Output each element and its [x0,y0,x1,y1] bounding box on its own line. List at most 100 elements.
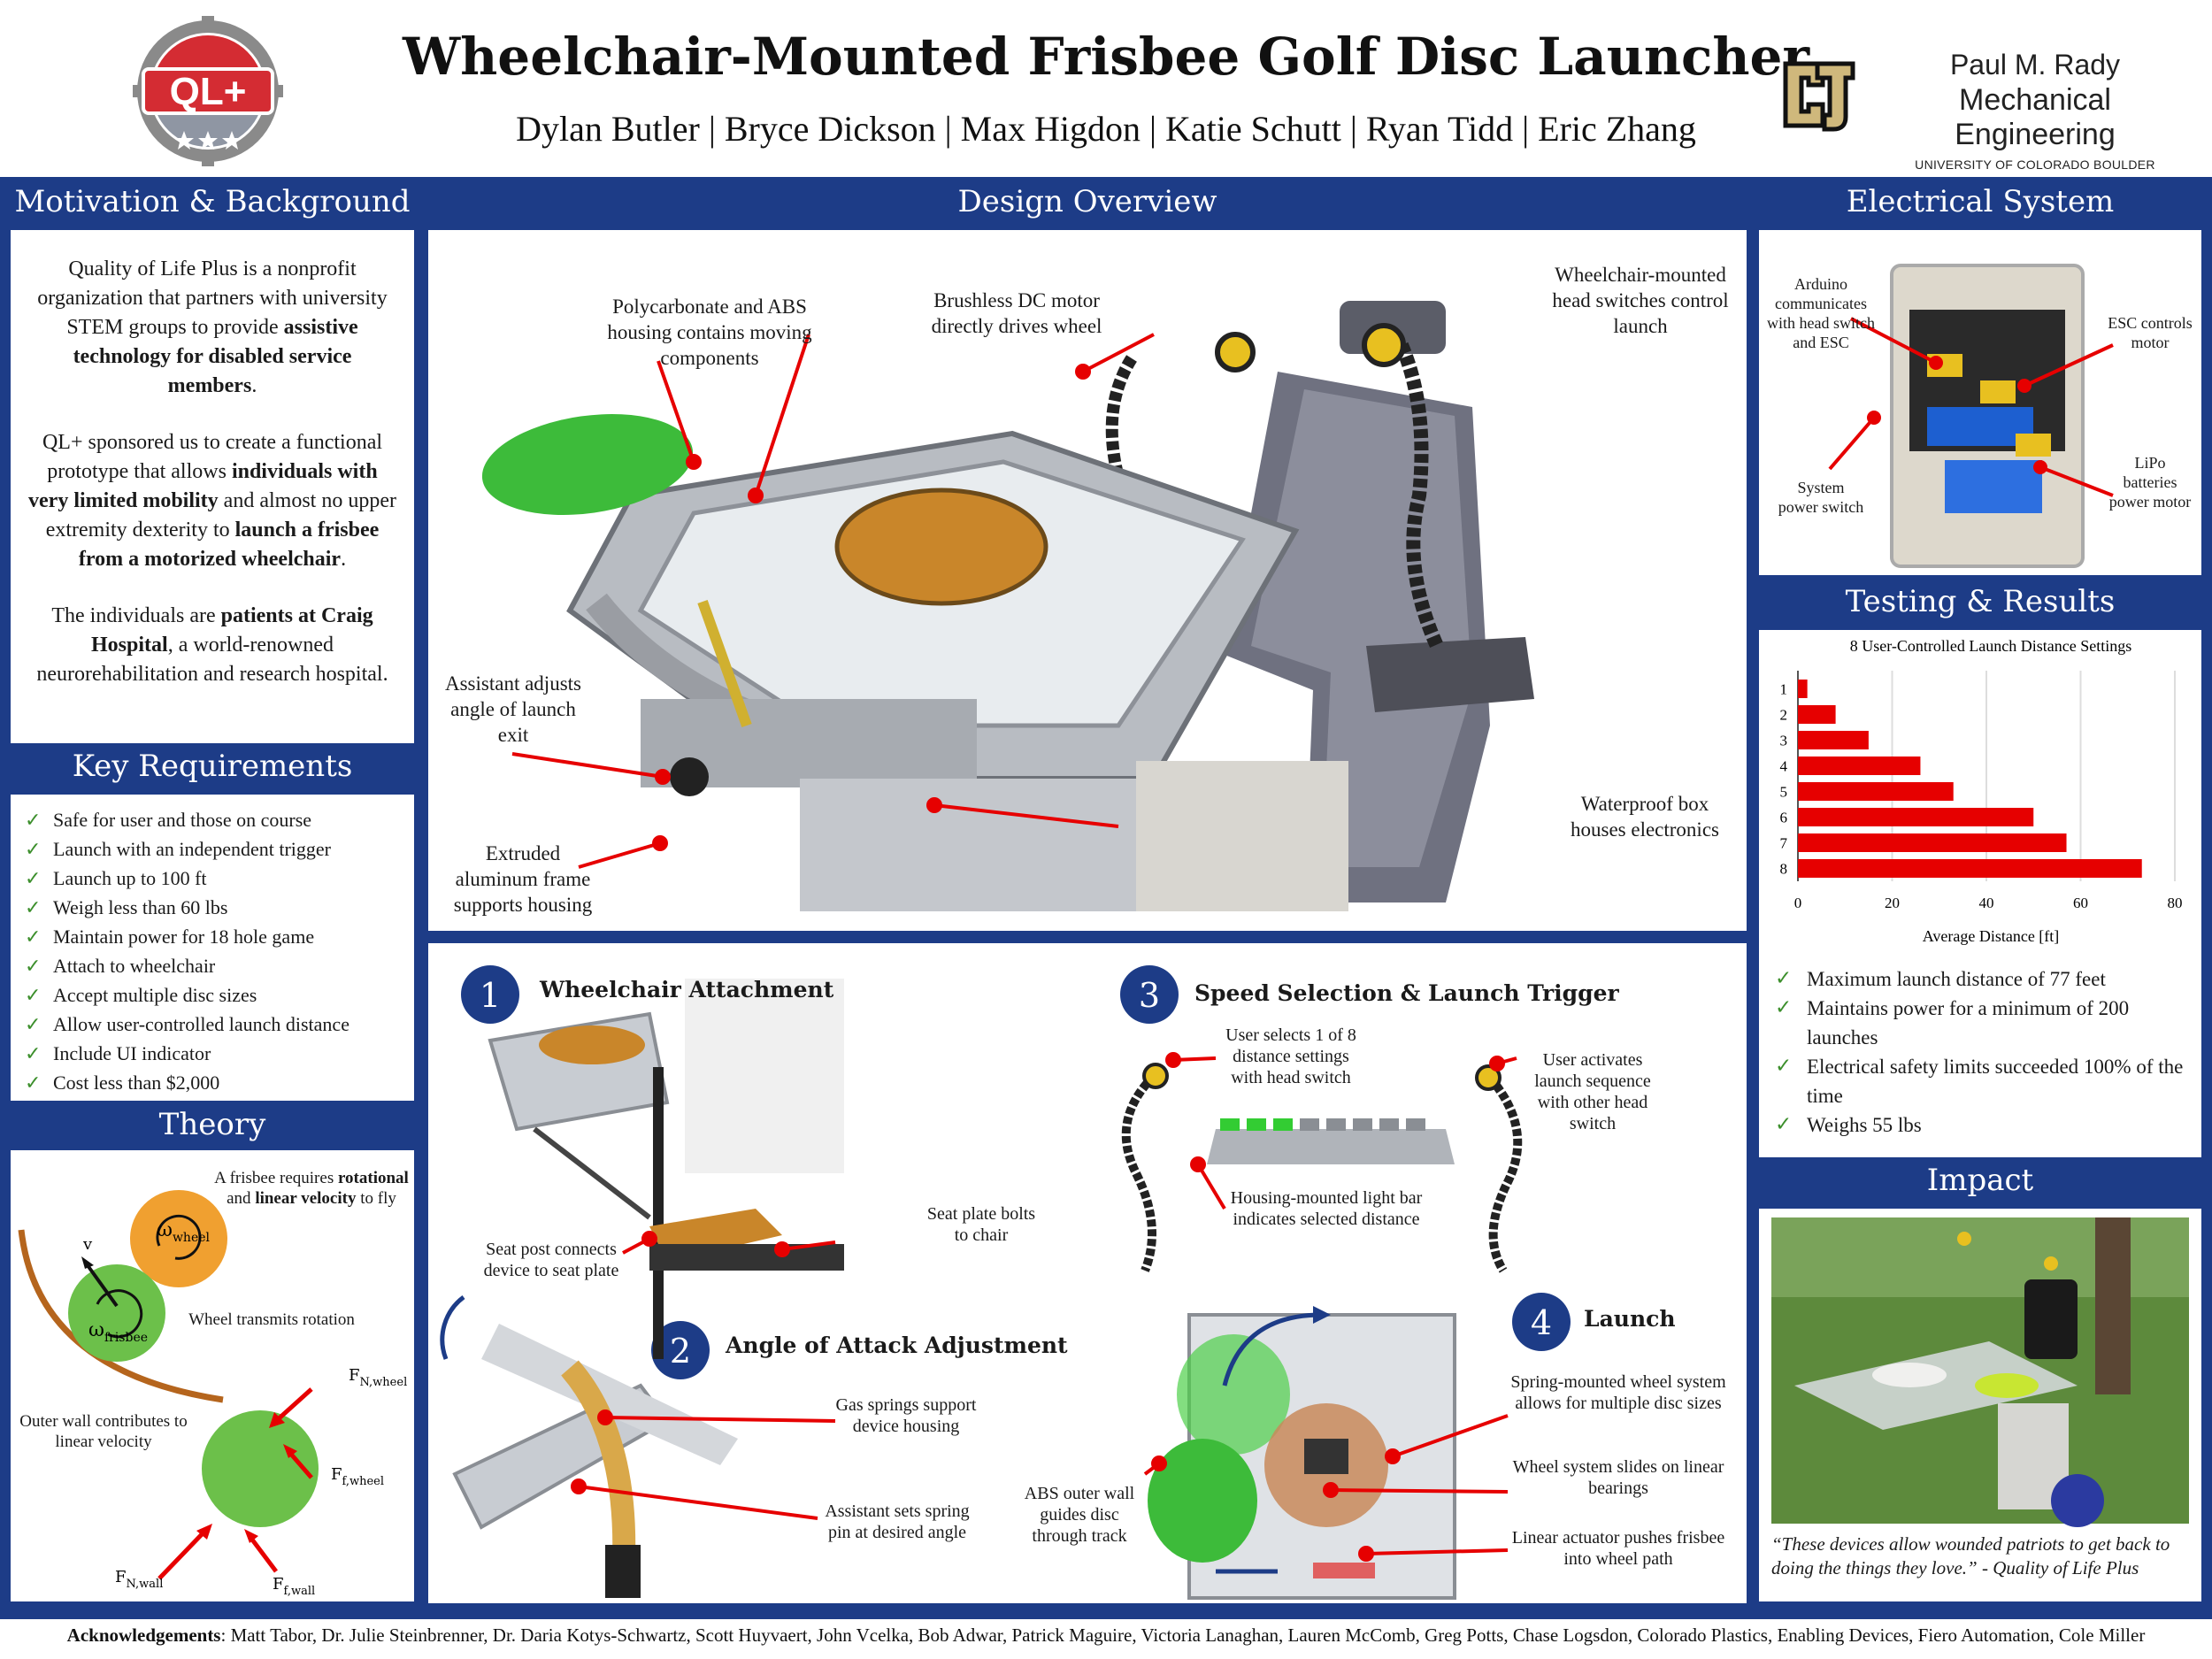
check-icon: ✓ [25,956,42,978]
check-icon: ✓ [25,897,42,919]
design-render [481,301,1534,911]
head-switch-left-icon [1215,332,1256,373]
label-power-switch: System power switch [1778,479,1864,516]
theory-panel: v ωwheel ωfrisbee A frisbee requires rot… [11,1150,414,1601]
subsystem-1-badge: 1 [461,965,519,1024]
chart-x-tick-label: 80 [2168,895,2183,911]
check-icon: ✓ [25,926,42,949]
label-polycarbonate: Polycarbonate and ABS housing contains m… [607,296,812,369]
chart-bar [1798,833,2067,852]
requirement-item: ✓Cost less than $2,000 [21,1068,403,1097]
impact-panel: “These devices allow wounded patriots to… [1759,1209,2201,1601]
acknowledgements: Acknowledgements: Matt Tabor, Dr. Julie … [66,1624,2146,1646]
poster-title: Wheelchair-Mounted Frisbee Golf Disc Lau… [402,27,1809,87]
requirement-item: ✓Attach to wheelchair [21,951,403,980]
dept-line-1: Paul M. Rady [1949,49,2121,81]
requirement-item: ✓Safe for user and those on course [21,805,403,834]
requirement-item: ✓Weigh less than 60 lbs [21,893,403,922]
requirements-heading: Key Requirements [72,749,353,784]
head-switch-right-icon [1362,323,1406,367]
chart-x-tick-label: 20 [1885,895,1900,911]
result-item: ✓Electrical safety limits succeeded 100%… [1771,1052,2196,1110]
theory-heading: Theory [158,1107,266,1142]
impact-heading: Impact [1926,1163,2034,1198]
frisbee-disc [481,414,694,515]
motivation-paragraph-3: The individuals are patients at Craig Ho… [36,604,388,686]
requirement-item: ✓Maintain power for 18 hole game [21,922,403,951]
label-actuator: Linear actuator pushes frisbee into whee… [1511,1528,1725,1569]
check-icon: ✓ [1775,1113,1793,1136]
velocity-label: v [82,1235,93,1254]
distance-chart: 8 User-Controlled Launch Distance Settin… [1780,637,2183,945]
chart-x-tick-label: 40 [1979,895,1994,911]
theory-text-1: A frisbee requires rotational and linear… [214,1169,409,1208]
ql-plus-logo: QL+ [133,16,283,166]
chart-y-tick-label: 7 [1780,835,1788,852]
requirements-panel: ✓Safe for user and those on course✓Launc… [11,795,414,1101]
omega-frisbee-label: ωfrisbee [88,1319,148,1345]
waterproof-box [1136,761,1348,911]
dept-line-2: Mechanical Engineering [1955,83,2116,151]
electrical-panel: Arduino communicates with head switch an… [1759,230,2201,575]
theory-text-3: Outer wall contributes to linear velocit… [19,1412,187,1451]
label-user-activates: User activates launch sequence with othe… [1534,1050,1651,1133]
motivation-paragraph-2: QL+ sponsored us to create a functional … [28,431,396,571]
check-icon: ✓ [25,985,42,1007]
chart-bar [1798,731,1869,749]
wheel-circle [130,1190,227,1287]
department-logo: Paul M. Rady Mechanical Engineering UNIV… [1876,49,2194,172]
check-icon: ✓ [25,868,42,890]
chart-bar [1798,782,1954,801]
check-icon: ✓ [25,810,42,832]
attachment-render [488,979,844,1359]
result-item: ✓Maximum launch distance of 77 feet [1771,964,2196,994]
label-seat-plate: Seat plate bolts to chair [926,1204,1036,1245]
fn-wheel-label: FN,wheel [349,1366,407,1389]
impact-photo [1771,1217,2189,1527]
requirement-item: ✓Accept multiple disc sizes [21,980,403,1010]
design-overview-panel: Polycarbonate and ABS housing contains m… [428,230,1747,931]
check-icon: ✓ [25,1072,42,1094]
label-user-selects: User selects 1 of 8 distance settings wi… [1225,1025,1356,1087]
chart-y-tick-label: 8 [1780,861,1788,878]
ql-logo-text: QL+ [170,70,247,113]
check-icon: ✓ [1775,996,1793,1019]
check-icon: ✓ [1775,1055,1793,1078]
angle-knob-icon [670,757,709,796]
chart-bar [1798,859,2142,878]
label-light-bar: Housing-mounted light bar indicates sele… [1230,1188,1423,1229]
result-item: ✓Weighs 55 lbs [1771,1110,2196,1140]
requirement-item: ✓Launch up to 100 ft [21,864,403,893]
label-esc: ESC controls motor [2108,314,2193,351]
requirement-item: ✓Launch with an independent trigger [21,834,403,864]
chart-bar [1798,757,1921,775]
author-list: Dylan Butler | Bryce Dickson | Max Higdo… [516,109,1696,149]
chart-y-tick-label: 1 [1780,681,1788,698]
chart-y-tick-label: 6 [1780,810,1788,826]
design-heading: Design Overview [957,184,1217,219]
chart-x-tick-label: 0 [1794,895,1802,911]
label-spring-wheel: Spring-mounted wheel system allows for m… [1510,1372,1726,1413]
launcher-frame [566,430,1348,911]
speed-render [1121,1063,1523,1273]
fn-wall-label: FN,wall [115,1568,163,1591]
motivation-heading: Motivation & Background [14,184,411,219]
label-abs-wall: ABS outer wall guides disc through track [1024,1484,1135,1546]
label-waterproof: Waterproof box houses electronics [1571,793,1719,841]
svg-text:4: 4 [1531,1303,1552,1342]
chart-y-tick-label: 2 [1780,707,1788,724]
chart-title: 8 User-Controlled Launch Distance Settin… [1850,637,2132,655]
dept-line-3: UNIVERSITY OF COLORADO BOULDER [1915,157,2155,172]
electrical-heading: Electrical System [1846,184,2115,219]
frisbee-circle [68,1264,165,1362]
label-seat-post: Seat post connects device to seat plate [483,1240,619,1280]
chart-bar [1798,680,1808,698]
subsystems-diagram: 1 2 3 4 [440,965,1571,1600]
chart-y-tick-label: 5 [1780,784,1788,801]
label-gas-springs: Gas springs support device housing [835,1395,977,1436]
drive-wheel [834,488,1048,606]
check-icon: ✓ [25,1014,42,1036]
label-arduino: Arduino communicates with head switch an… [1767,275,1875,351]
motivation-paragraph-1: Quality of Life Plus is a nonprofit orga… [37,257,388,397]
